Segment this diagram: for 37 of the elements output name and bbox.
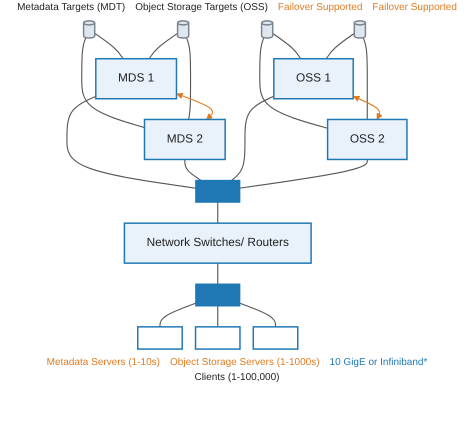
label-text: Failover Supported	[278, 2, 362, 13]
connector	[240, 159, 368, 189]
node-box: OSS 1	[273, 58, 354, 100]
connector	[217, 263, 218, 284]
node-bar	[195, 284, 240, 306]
node-bar	[195, 180, 240, 203]
arrow	[353, 96, 383, 120]
node-box	[137, 326, 183, 350]
node-box: Network Switches/ Routers	[124, 222, 312, 264]
connector	[217, 306, 218, 327]
arrow	[176, 92, 214, 120]
connector	[259, 37, 328, 129]
node-box	[252, 326, 299, 350]
connector	[217, 202, 218, 224]
connector	[159, 302, 196, 327]
connector	[326, 32, 355, 60]
connector	[81, 37, 145, 128]
node-box: OSS 2	[326, 118, 408, 160]
label-text: Object Storage Targets (OSS)	[135, 2, 268, 13]
connector	[94, 32, 124, 60]
node-box: MDS 1	[95, 58, 178, 100]
connector	[272, 32, 302, 60]
node-cylinder	[82, 20, 96, 39]
connector	[186, 37, 192, 120]
connector	[66, 96, 196, 189]
connector	[240, 302, 276, 327]
node-cylinder	[354, 20, 366, 39]
connector	[184, 159, 202, 181]
connector	[362, 37, 368, 120]
node-cylinder	[176, 20, 190, 39]
node-box	[194, 326, 241, 350]
node-cylinder	[260, 20, 274, 39]
label-text: Clients (1-100,000)	[194, 372, 280, 383]
label-text: Object Storage Servers (1-1000s)	[170, 357, 320, 368]
connector	[232, 96, 274, 181]
connector	[148, 32, 178, 60]
node-box: MDS 2	[144, 118, 226, 160]
